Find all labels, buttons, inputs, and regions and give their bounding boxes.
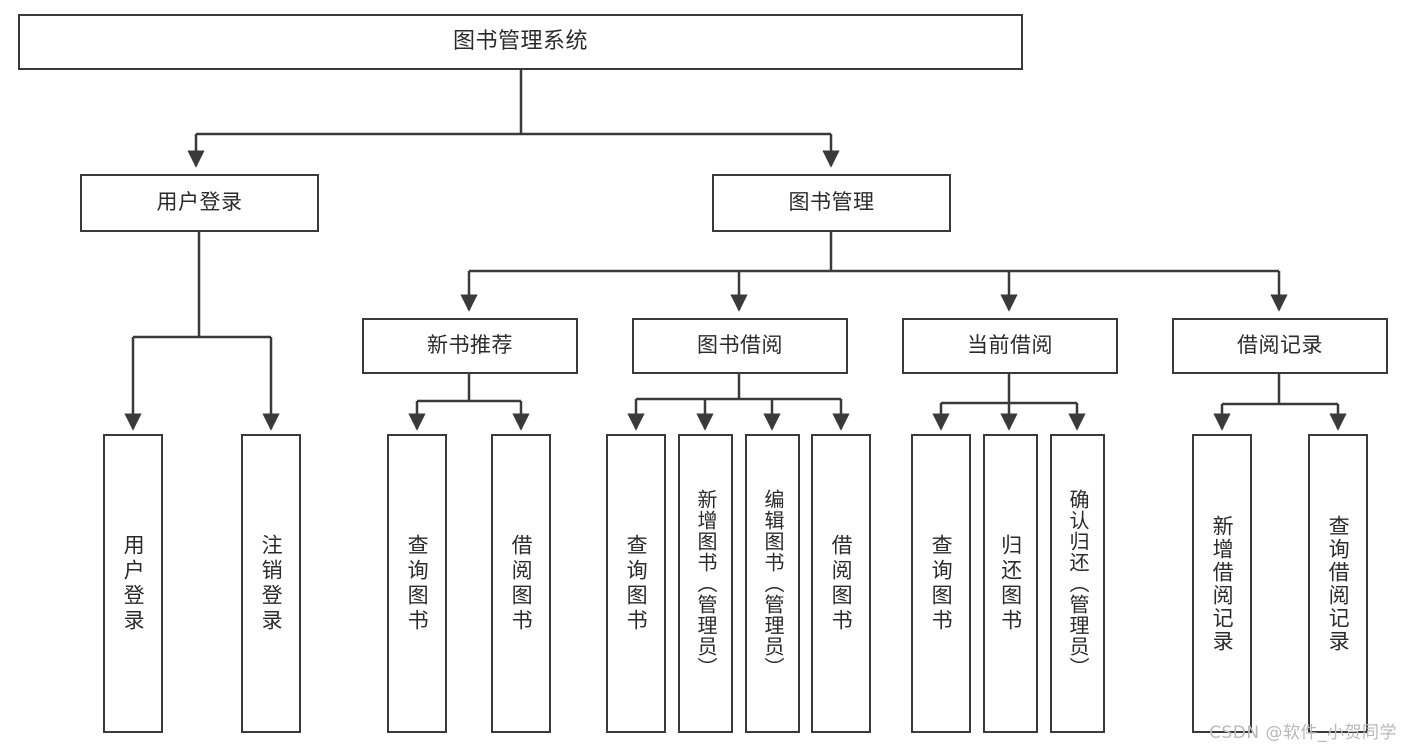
node-new-book-recommend-label: 新书推荐	[427, 333, 513, 358]
node-current-borrow[interactable]: 当前借阅	[902, 318, 1118, 374]
leaf-logout-login[interactable]: 注销登录	[241, 434, 301, 733]
leaf-query-book-1[interactable]: 查询图书	[387, 434, 447, 733]
node-book-manage[interactable]: 图书管理	[712, 174, 951, 232]
leaf-logout-login-label: 注销登录	[259, 533, 284, 634]
leaf-user-login[interactable]: 用户登录	[103, 434, 163, 733]
leaf-borrow-book-2[interactable]: 借阅图书	[811, 434, 871, 733]
node-book-borrow[interactable]: 图书借阅	[632, 318, 848, 374]
leaf-query-record[interactable]: 查询借阅记录	[1308, 434, 1368, 733]
leaf-query-book-2[interactable]: 查询图书	[606, 434, 666, 733]
node-borrow-record[interactable]: 借阅记录	[1172, 318, 1388, 374]
node-user-login-label: 用户登录	[156, 190, 243, 215]
leaf-query-book-1-label: 查询图书	[405, 533, 430, 634]
leaf-query-book-2-label: 查询图书	[624, 533, 649, 634]
node-new-book-recommend[interactable]: 新书推荐	[362, 318, 578, 374]
node-book-manage-label: 图书管理	[788, 190, 875, 215]
node-user-login[interactable]: 用户登录	[80, 174, 319, 232]
node-current-borrow-label: 当前借阅	[967, 333, 1053, 358]
leaf-query-book-3[interactable]: 查询图书	[911, 434, 971, 733]
node-book-borrow-label: 图书借阅	[697, 333, 783, 358]
leaf-add-record-label: 新增借阅记录	[1210, 514, 1235, 653]
leaf-borrow-book-1-label: 借阅图书	[509, 533, 534, 634]
leaf-add-record[interactable]: 新增借阅记录	[1192, 434, 1252, 733]
leaf-borrow-book-1[interactable]: 借阅图书	[491, 434, 551, 733]
leaf-borrow-book-2-label: 借阅图书	[829, 533, 854, 634]
watermark: CSDN @软件_小贺同学	[1209, 723, 1397, 743]
node-root-label: 图书管理系统	[452, 28, 588, 54]
leaf-edit-book-label: 编辑图书（管理员）	[761, 489, 785, 678]
leaf-user-login-label: 用户登录	[121, 533, 146, 634]
leaf-query-record-label: 查询借阅记录	[1326, 514, 1351, 653]
leaf-edit-book[interactable]: 编辑图书（管理员）	[745, 434, 800, 733]
leaf-add-book-label: 新增图书（管理员）	[694, 489, 718, 678]
leaf-query-book-3-label: 查询图书	[929, 533, 954, 634]
leaf-confirm-return-label: 确认归还（管理员）	[1066, 489, 1090, 678]
node-borrow-record-label: 借阅记录	[1237, 333, 1323, 358]
leaf-return-book-label: 归还图书	[998, 533, 1023, 634]
leaf-return-book[interactable]: 归还图书	[983, 434, 1038, 733]
leaf-add-book[interactable]: 新增图书（管理员）	[678, 434, 733, 733]
node-root[interactable]: 图书管理系统	[18, 14, 1023, 70]
leaf-confirm-return[interactable]: 确认归还（管理员）	[1050, 434, 1105, 733]
